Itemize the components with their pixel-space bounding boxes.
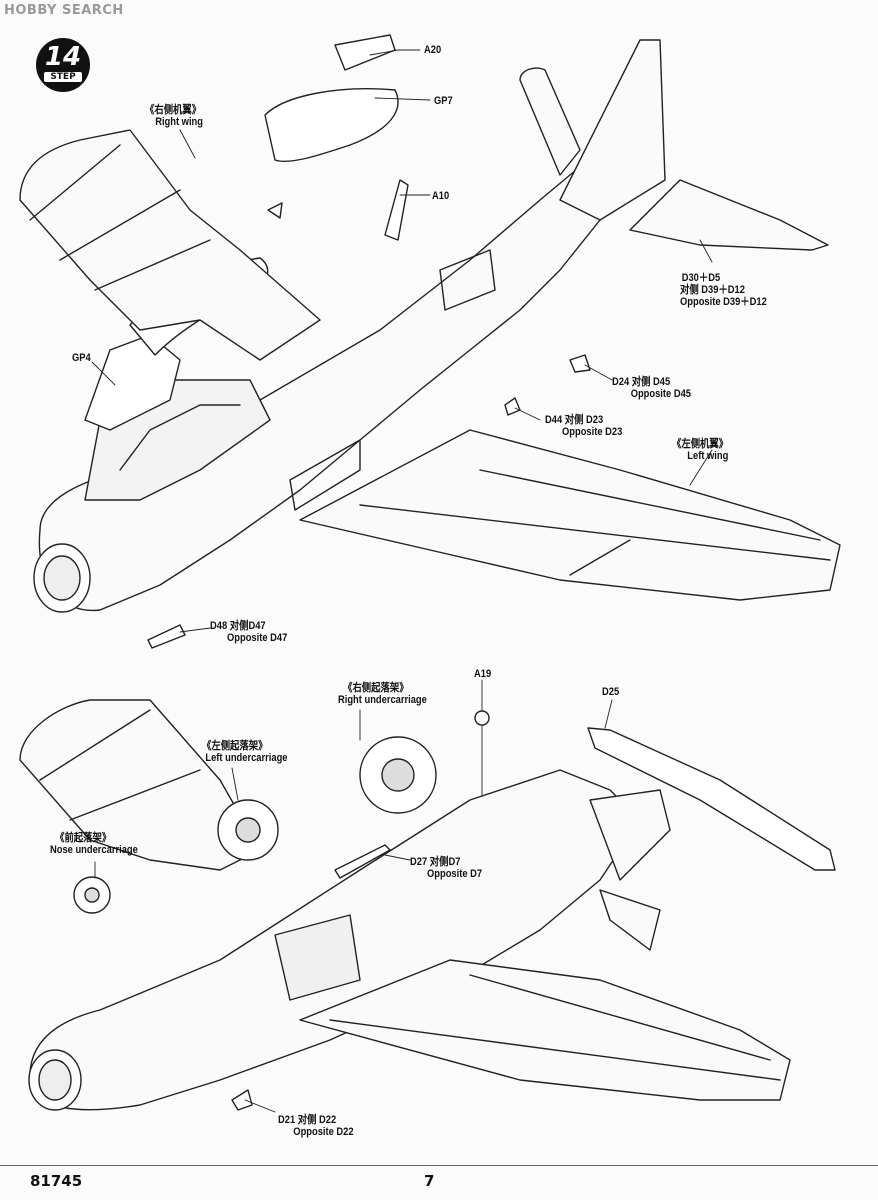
label-left-uc-cn: 《左侧起落架》 [202,740,268,752]
label-d24: D24 对侧 D45 Opposite D45 [612,376,691,400]
label-d27-opposite-en: Opposite D7 [427,868,483,880]
label-d21-parts: D21 对侧 D22 [278,1114,337,1126]
label-d48-parts: D48 对侧D47 [210,620,287,632]
label-d48-opposite-cn: 对侧D47 [229,620,266,632]
bottom-aircraft-drawing [19,699,836,1111]
label-d44-parts: D44 对侧 D23 [545,414,622,426]
label-d44: D44 对侧 D23 Opposite D23 [545,414,622,438]
step-badge: 14 STEP [36,38,90,92]
step-label: STEP [44,72,82,82]
label-left-wing-cn: 《左侧机翼》 [672,438,729,450]
watermark: HOBBY SEARCH [4,3,124,18]
step-number: 14 [44,42,82,72]
label-d48-opposite-en: Opposite D47 [227,632,288,644]
label-right-wing: 《右侧机翼》 Right wing [145,104,203,128]
label-d44-opposite-en: Opposite D23 [562,426,623,438]
label-right-uc-en: Right undercarriage [338,694,427,706]
label-a19: A19 [474,668,492,680]
label-nose-uc-cn: 《前起落架》 [55,832,112,844]
label-d44-code: D44 [545,414,563,426]
label-d24-opposite-en: Opposite D45 [630,388,691,400]
label-d30-opposite-cn: 对侧 D39＋D12 [680,284,745,296]
label-d21: D21 对侧 D22 Opposite D22 [278,1114,354,1138]
top-aircraft-drawing [19,34,841,649]
label-d48: D48 对侧D47 Opposite D47 [210,620,287,644]
label-left-wing: 《左侧机翼》 Left wing [672,438,728,462]
label-d44-opposite-cn: 对侧 D23 [564,414,604,426]
label-gp7: GP7 [434,95,453,107]
label-gp4: GP4 [72,352,91,364]
label-nose-uc-en: Nose undercarriage [50,844,138,856]
label-right-wing-cn: 《右侧机翼》 [145,104,202,116]
label-nose-undercarriage: 《前起落架》 Nose undercarriage [50,832,138,856]
label-d30-parts: D30＋D5 [681,272,721,284]
page-number: 7 [424,1172,435,1190]
label-d48-code: D48 [210,620,228,632]
label-left-undercarriage: 《左侧起落架》 Left undercarriage [202,740,288,764]
label-right-undercarriage: 《右侧起落架》 Right undercarriage [338,682,427,706]
label-a20: A20 [424,44,442,56]
label-left-uc-en: Left undercarriage [205,752,288,764]
label-d27: D27 对侧D7 Opposite D7 [410,856,482,880]
label-d30-opposite-en: Opposite D39＋D12 [680,296,767,308]
label-left-wing-en: Left wing [687,450,729,462]
label-d25: D25 [602,686,620,698]
product-code: 81745 [30,1172,83,1190]
label-right-wing-en: Right wing [155,116,203,128]
label-d21-opposite-en: Opposite D22 [293,1126,354,1138]
label-d24-parts: D24 对侧 D45 [612,376,671,388]
label-d27-parts: D27 对侧D7 [410,856,461,868]
label-a10: A10 [432,190,450,202]
footer-rule [0,1165,878,1166]
label-right-uc-cn: 《右侧起落架》 [343,682,409,694]
label-d30: D30＋D5 对侧 D39＋D12 Opposite D39＋D12 [680,272,767,308]
